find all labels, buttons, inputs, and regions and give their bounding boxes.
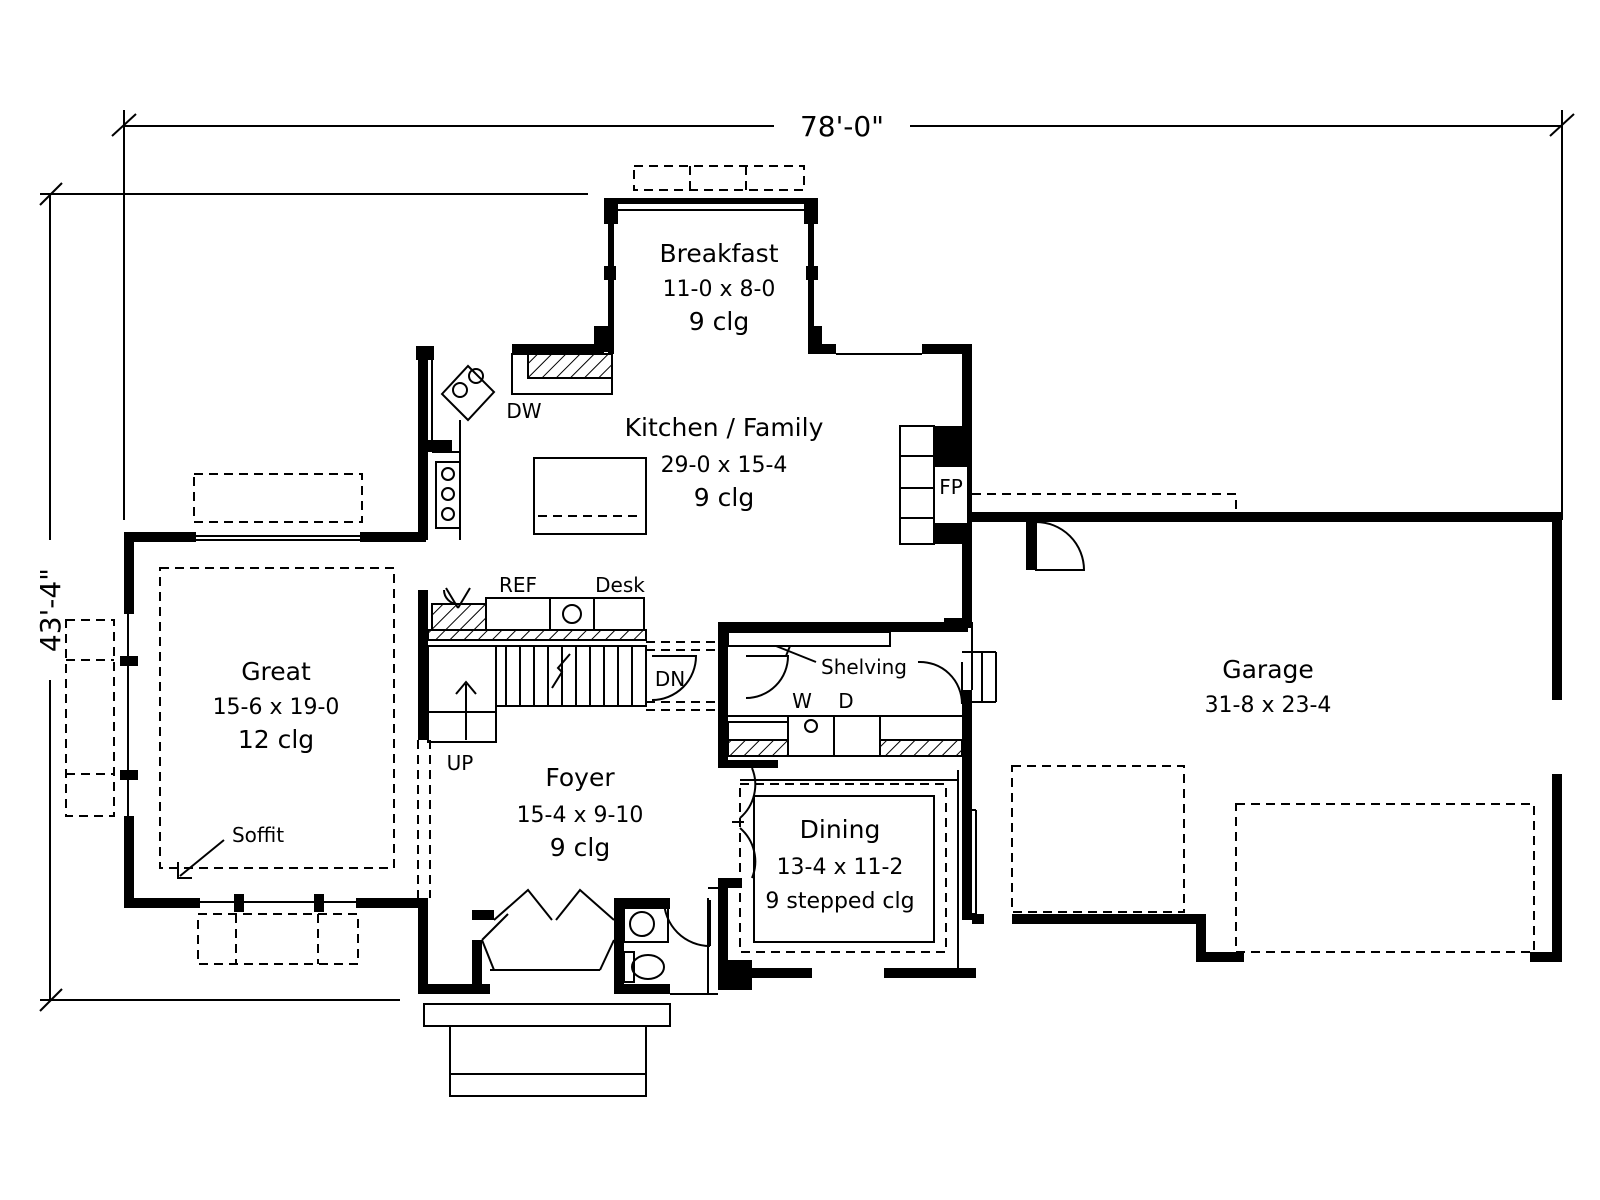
cooktop-icon xyxy=(435,461,461,529)
washer-label: W xyxy=(792,689,812,713)
soffit-label: Soffit xyxy=(232,823,284,847)
great-soffit-outline xyxy=(159,567,395,869)
soffit-leader xyxy=(177,839,225,879)
fireplace-label: FP xyxy=(939,475,963,499)
great-size: 15-6 x 19-0 xyxy=(213,695,340,720)
width-dimension-line xyxy=(111,110,1575,520)
breakfast-size: 11-0 x 8-0 xyxy=(663,277,776,302)
staircase xyxy=(427,629,718,743)
kitchen-family-name: Kitchen / Family xyxy=(625,413,824,442)
sink-icon xyxy=(440,364,496,422)
dining-size: 13-4 x 11-2 xyxy=(777,855,904,880)
great-name: Great xyxy=(241,657,311,686)
stairs-up-label: UP xyxy=(447,751,474,775)
great-ceiling: 12 clg xyxy=(238,725,314,754)
interior-lines xyxy=(127,209,997,995)
kitchen-fixtures xyxy=(431,353,969,631)
foyer-size: 15-4 x 9-10 xyxy=(517,803,644,828)
kitchen-family-ceiling: 9 clg xyxy=(694,483,754,512)
dishwasher-label: DW xyxy=(506,399,541,423)
stairs-down-label: DN xyxy=(655,667,685,691)
breakfast-ceiling: 9 clg xyxy=(689,307,749,336)
dining-ceiling: 9 stepped clg xyxy=(765,889,914,914)
refrigerator-label: REF xyxy=(499,573,537,597)
dryer-icon xyxy=(833,715,881,757)
dining-name: Dining xyxy=(800,815,881,844)
garage-door-left xyxy=(1011,765,1185,913)
overall-depth-label: 43'-4" xyxy=(34,568,67,652)
kitchen-island xyxy=(533,457,647,535)
dining-stepped-ceiling xyxy=(739,783,947,953)
lavatory-icon xyxy=(623,907,669,943)
exterior-walls xyxy=(120,198,1562,994)
desk-label: Desk xyxy=(595,573,645,597)
garage-size: 31-8 x 23-4 xyxy=(1205,693,1332,718)
washer-icon xyxy=(787,715,835,757)
dryer-label: D xyxy=(838,689,853,713)
foyer-ceiling: 9 clg xyxy=(550,833,610,862)
toilet-icon xyxy=(623,951,665,983)
overall-width-label: 78'-0" xyxy=(800,110,884,143)
shelving-label: Shelving xyxy=(821,655,907,679)
dashed-outlines xyxy=(65,165,1535,965)
depth-dimension-line xyxy=(39,182,588,1012)
fireplace xyxy=(899,425,969,545)
breakfast-name: Breakfast xyxy=(659,239,778,268)
foyer-name: Foyer xyxy=(545,763,615,792)
garage-name: Garage xyxy=(1222,655,1314,684)
garage-door-right xyxy=(1235,803,1535,953)
kitchen-family-size: 29-0 x 15-4 xyxy=(661,453,788,478)
laundry-fixtures xyxy=(727,631,964,757)
doors xyxy=(423,520,1086,1097)
